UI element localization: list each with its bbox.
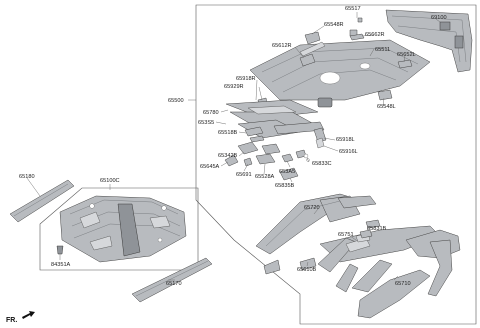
- label-65170: 65170: [166, 281, 182, 287]
- side-sill-left: [9, 179, 75, 223]
- label-653A5: 653A5: [279, 169, 295, 175]
- label-65518B: 65518B: [218, 130, 238, 136]
- label-65780: 65780: [203, 110, 219, 116]
- label-653S5: 653S5: [198, 120, 214, 126]
- label-84351A: 84351A: [51, 262, 71, 268]
- label-65918L: 65918L: [336, 137, 355, 143]
- front-direction-label: FR.: [6, 317, 17, 324]
- arrow-icon: [22, 311, 35, 319]
- label-65612R: 65612R: [272, 43, 292, 49]
- label-65342B: 65342B: [218, 153, 238, 159]
- label-65720: 65720: [304, 205, 320, 211]
- label-65511: 65511: [375, 47, 390, 53]
- main-assembly-frame: [195, 4, 477, 325]
- label-65500: 65500: [168, 98, 184, 104]
- label-65528A: 65528A: [255, 174, 275, 180]
- label-65100C: 65100C: [100, 178, 120, 184]
- label-65180: 65180: [19, 174, 35, 180]
- leader-lines: [26, 12, 441, 281]
- rear-frame-assembly: [255, 193, 461, 319]
- label-69100: 69100: [431, 15, 447, 21]
- label-65916L: 65916L: [339, 149, 358, 155]
- label-65645A: 65645A: [200, 164, 220, 170]
- label-65835B: 65835B: [275, 183, 295, 189]
- rear-panel: [385, 9, 473, 73]
- label-65831B: 65831B: [367, 226, 387, 232]
- label-65751: 65751: [338, 232, 354, 238]
- front-floor-pan: [59, 195, 187, 263]
- label-65710: 65710: [395, 281, 411, 287]
- label-65610B: 65610B: [297, 267, 317, 273]
- front-direction-marker: FR.: [6, 311, 35, 324]
- rear-floor-pan: [249, 39, 431, 108]
- label-65662R: 65662R: [365, 32, 385, 38]
- rear-crossmembers: [224, 99, 327, 181]
- plug-84351A: [56, 245, 64, 255]
- label-65548L: 65548L: [377, 104, 396, 110]
- front-floor-frame: [39, 187, 199, 271]
- label-65517: 65517: [345, 6, 361, 12]
- label-65548R: 65548R: [324, 22, 344, 28]
- label-65929R: 65929R: [224, 84, 244, 90]
- label-65918R: 65918R: [236, 76, 256, 82]
- label-65833C: 65833C: [312, 161, 332, 167]
- label-65691: 65691: [236, 172, 252, 178]
- label-65652L: 65652L: [397, 52, 416, 58]
